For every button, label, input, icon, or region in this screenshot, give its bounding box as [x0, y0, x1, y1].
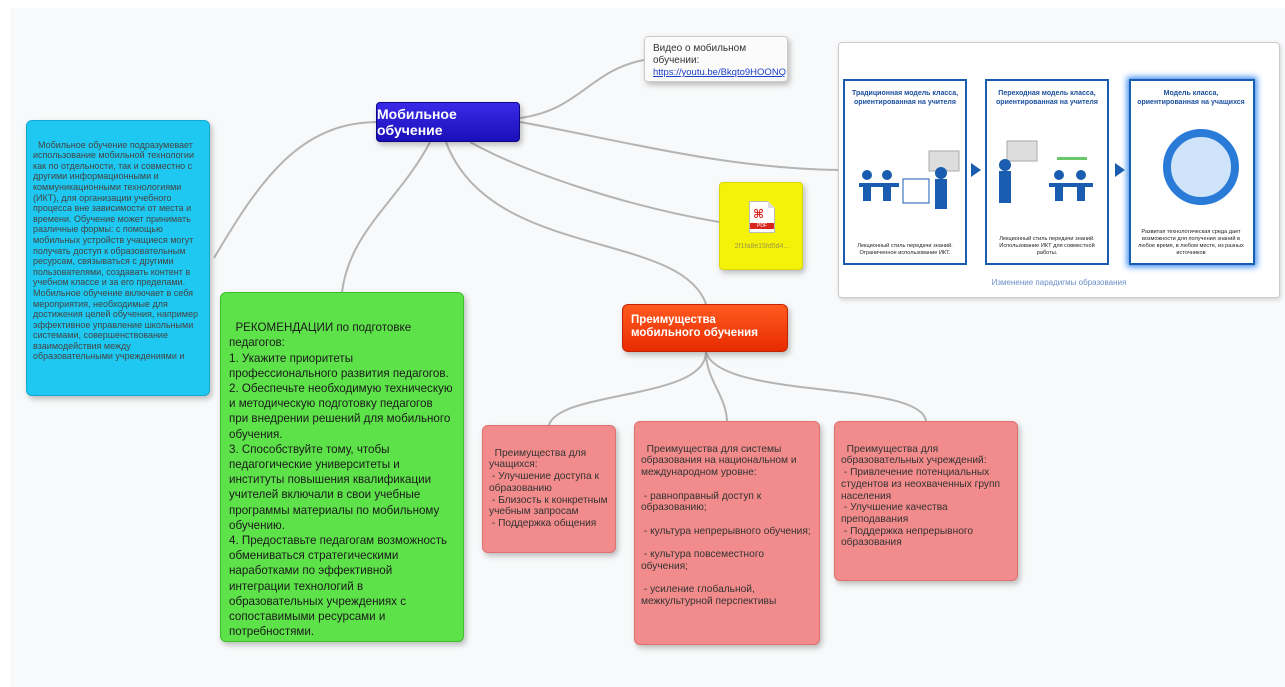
advantages-node[interactable]: Преимущества мобильного обучения [622, 304, 788, 352]
learner-model-card: Модель класса, ориентированная на учащих… [1129, 79, 1255, 265]
edge-adv-system [705, 351, 728, 422]
pdf-attachment-node[interactable]: ⌘ PDF 2f1fa8e15fd5d4... [719, 182, 803, 270]
paradigm-illustration: Традиционная модель класса, ориентирован… [843, 71, 1275, 267]
traditional-model-card: Традиционная модель класса, ориентирован… [843, 79, 967, 265]
recommendations-text: РЕКОМЕНДАЦИИ по подготовке педагогов: 1.… [229, 321, 453, 639]
image-caption: Изменение парадигмы образования [991, 278, 1127, 287]
root-node[interactable]: Мобильное обучение [376, 102, 520, 142]
paradigm-image-node[interactable]: Традиционная модель класса, ориентирован… [838, 42, 1280, 298]
edge-adv-institutions [705, 351, 927, 422]
edge-root-recommendations [341, 141, 431, 293]
edge-root-pdf [469, 141, 720, 223]
pdf-filename: 2f1fa8e15fd5d4... [734, 243, 790, 250]
model-caption: Лекционный стиль передачи знаний. Ограни… [857, 243, 953, 256]
learning-hub-icon [1163, 129, 1239, 205]
arrow-right-icon [1115, 163, 1125, 177]
advantages-label: Преимущества мобильного обучения [631, 314, 758, 339]
edge-adv-students [548, 351, 707, 426]
acrobat-mark-icon: ⌘ [753, 207, 765, 221]
students-benefits-text: Преимущества для учащихся: - Улучшение д… [489, 447, 608, 529]
video-link[interactable]: https://youtu.be/Bkqto9HOONQ [653, 67, 787, 78]
teacher-desks-illustration [859, 150, 960, 209]
recommendations-node[interactable]: РЕКОМЕНДАЦИИ по подготовке педагогов: 1.… [220, 292, 464, 642]
institutions-benefits-text: Преимущества для образовательных учрежде… [841, 443, 1001, 549]
video-label: Видео о мобильном обучении: [653, 43, 747, 66]
transitional-model-card: Переходная модель класса, ориентированна… [985, 79, 1109, 265]
root-label: Мобильное обучение [377, 106, 457, 138]
system-benefits-node[interactable]: Преимущества для системы образования на … [634, 421, 820, 645]
institutions-benefits-node[interactable]: Преимущества для образовательных учрежде… [834, 421, 1018, 581]
definition-text: Мобильное обучение подразумевает использ… [33, 139, 198, 362]
model-title: Традиционная модель класса, ориентирован… [851, 90, 959, 106]
pdf-icon[interactable]: ⌘ PDF [749, 201, 775, 233]
definition-node[interactable]: Мобильное обучение подразумевает использ… [26, 120, 210, 396]
edge-root-advantages [445, 141, 707, 305]
model-caption: Лекционный стиль передачи знаний. Исполь… [999, 236, 1095, 256]
arrow-right-icon [971, 163, 981, 177]
transition-illustration [999, 140, 1093, 203]
video-node[interactable]: Видео о мобильном обучении: https://yout… [644, 36, 788, 82]
model-title: Переходная модель класса, ориентированна… [996, 90, 1098, 106]
edge-root-video [519, 59, 645, 119]
model-caption: Развитая технологическая среда дает возм… [1138, 229, 1244, 256]
system-benefits-text: Преимущества для системы образования на … [641, 443, 811, 607]
page-fold-shape [768, 201, 775, 208]
edge-root-definition [213, 121, 379, 259]
model-title: Модель класса, ориентированная на учащих… [1137, 90, 1245, 106]
students-benefits-node[interactable]: Преимущества для учащихся: - Улучшение д… [482, 425, 616, 553]
pdf-tag-icon: PDF [750, 223, 774, 229]
edge-root-image [519, 121, 839, 171]
